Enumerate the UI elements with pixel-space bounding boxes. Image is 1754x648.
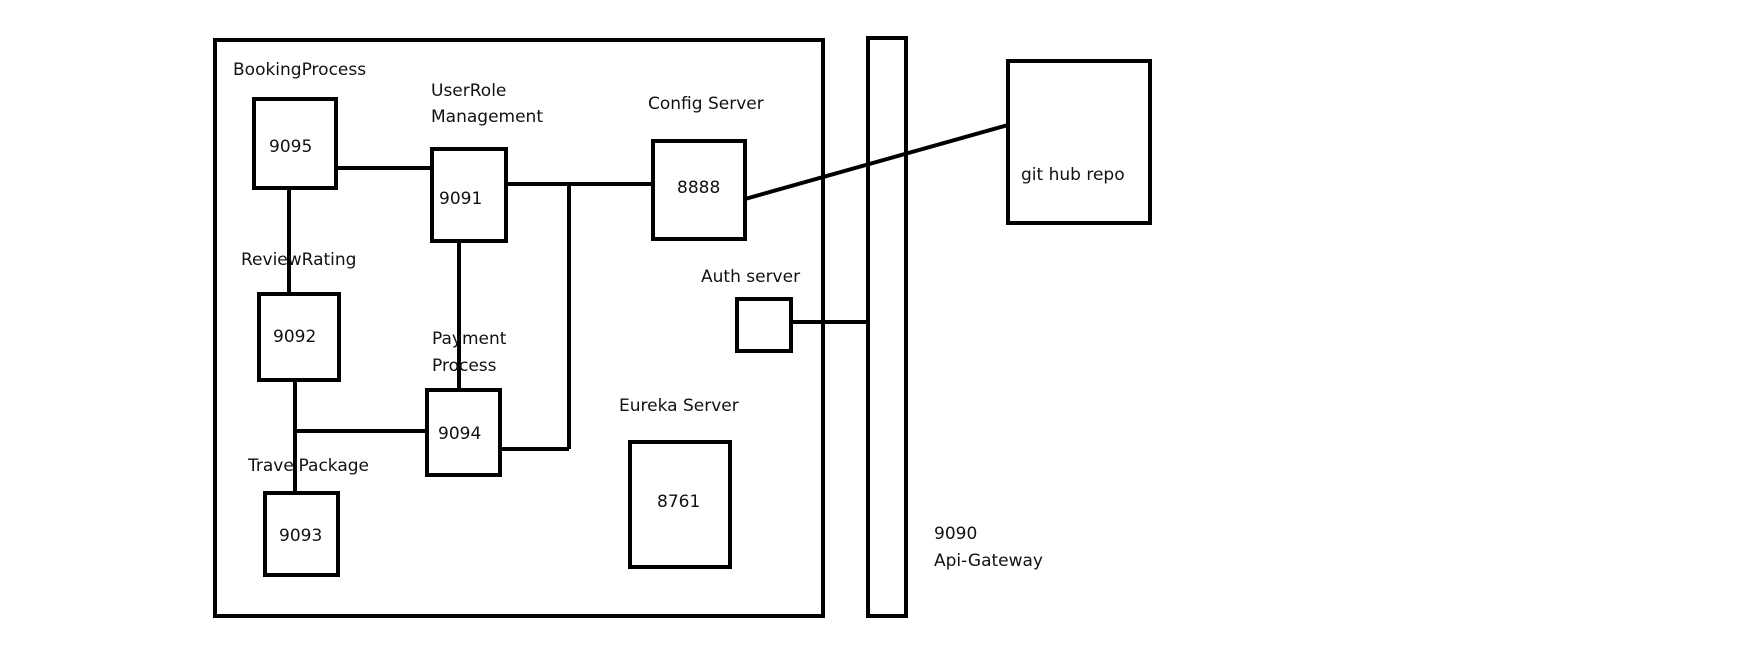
- eureka-port: 8761: [657, 492, 700, 512]
- auth-server-label: Auth server: [701, 267, 800, 287]
- booking-process-label: BookingProcess: [233, 60, 366, 80]
- userrole-label-line2: Management: [431, 107, 543, 127]
- config-port: 8888: [677, 178, 720, 198]
- userrole-management-box: [430, 147, 508, 243]
- payment-process-box: [425, 388, 502, 477]
- travel-package-label: TravelPackage: [247, 456, 369, 476]
- api-gateway-bar: [866, 36, 908, 618]
- booking-port: 9095: [269, 137, 312, 157]
- edge-config-github: [744, 123, 1009, 201]
- payment-label-line2: Process: [432, 356, 497, 376]
- payment-port: 9094: [438, 424, 481, 444]
- travel-package-box: [263, 491, 340, 577]
- config-server-label: Config Server: [648, 94, 764, 114]
- github-repo-box: [1006, 59, 1152, 225]
- gateway-port: 9090: [934, 524, 977, 544]
- gateway-name: Api-Gateway: [934, 551, 1043, 571]
- userrole-port: 9091: [439, 189, 482, 209]
- github-repo-label: git hub repo: [1021, 165, 1125, 185]
- payment-label-line1: Payment: [432, 329, 507, 349]
- auth-server-box: [735, 297, 793, 353]
- eureka-server-label: Eureka Server: [619, 396, 739, 416]
- review-port: 9092: [273, 327, 316, 347]
- eureka-server-box: [628, 440, 732, 569]
- booking-process-box: [252, 97, 338, 190]
- review-rating-box: [257, 292, 341, 382]
- review-rating-label: ReviewRating: [241, 250, 356, 270]
- userrole-label-line1: UserRole: [431, 81, 506, 101]
- travel-port: 9093: [279, 526, 322, 546]
- config-server-box: [651, 139, 747, 241]
